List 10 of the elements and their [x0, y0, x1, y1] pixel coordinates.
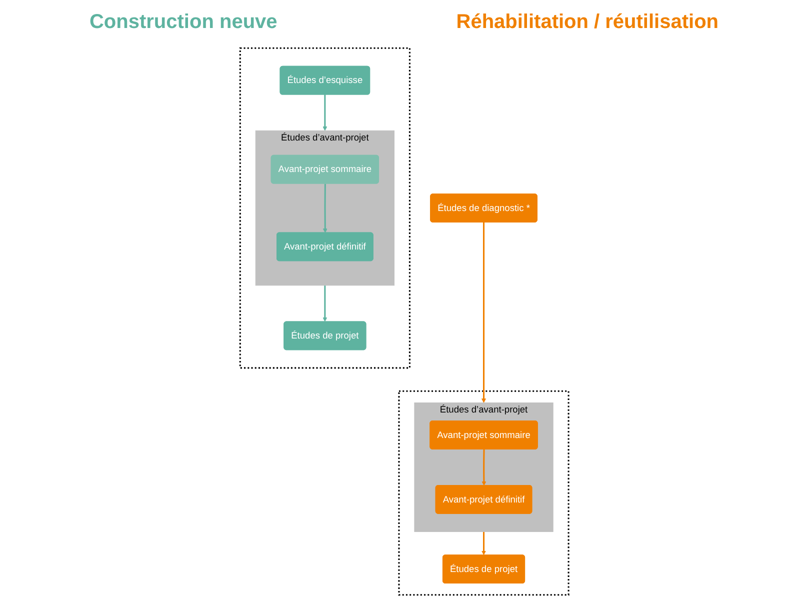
arrow [481, 532, 486, 556]
cluster [239, 47, 410, 369]
arrow [322, 184, 328, 233]
arrow [481, 222, 486, 403]
arrow [322, 285, 327, 322]
column-heading: Construction neuve [89, 10, 278, 34]
arrow [481, 449, 486, 486]
arrow [322, 94, 327, 131]
column-heading: Réhabilitation / réutilisation [456, 10, 718, 34]
cluster [398, 390, 569, 596]
